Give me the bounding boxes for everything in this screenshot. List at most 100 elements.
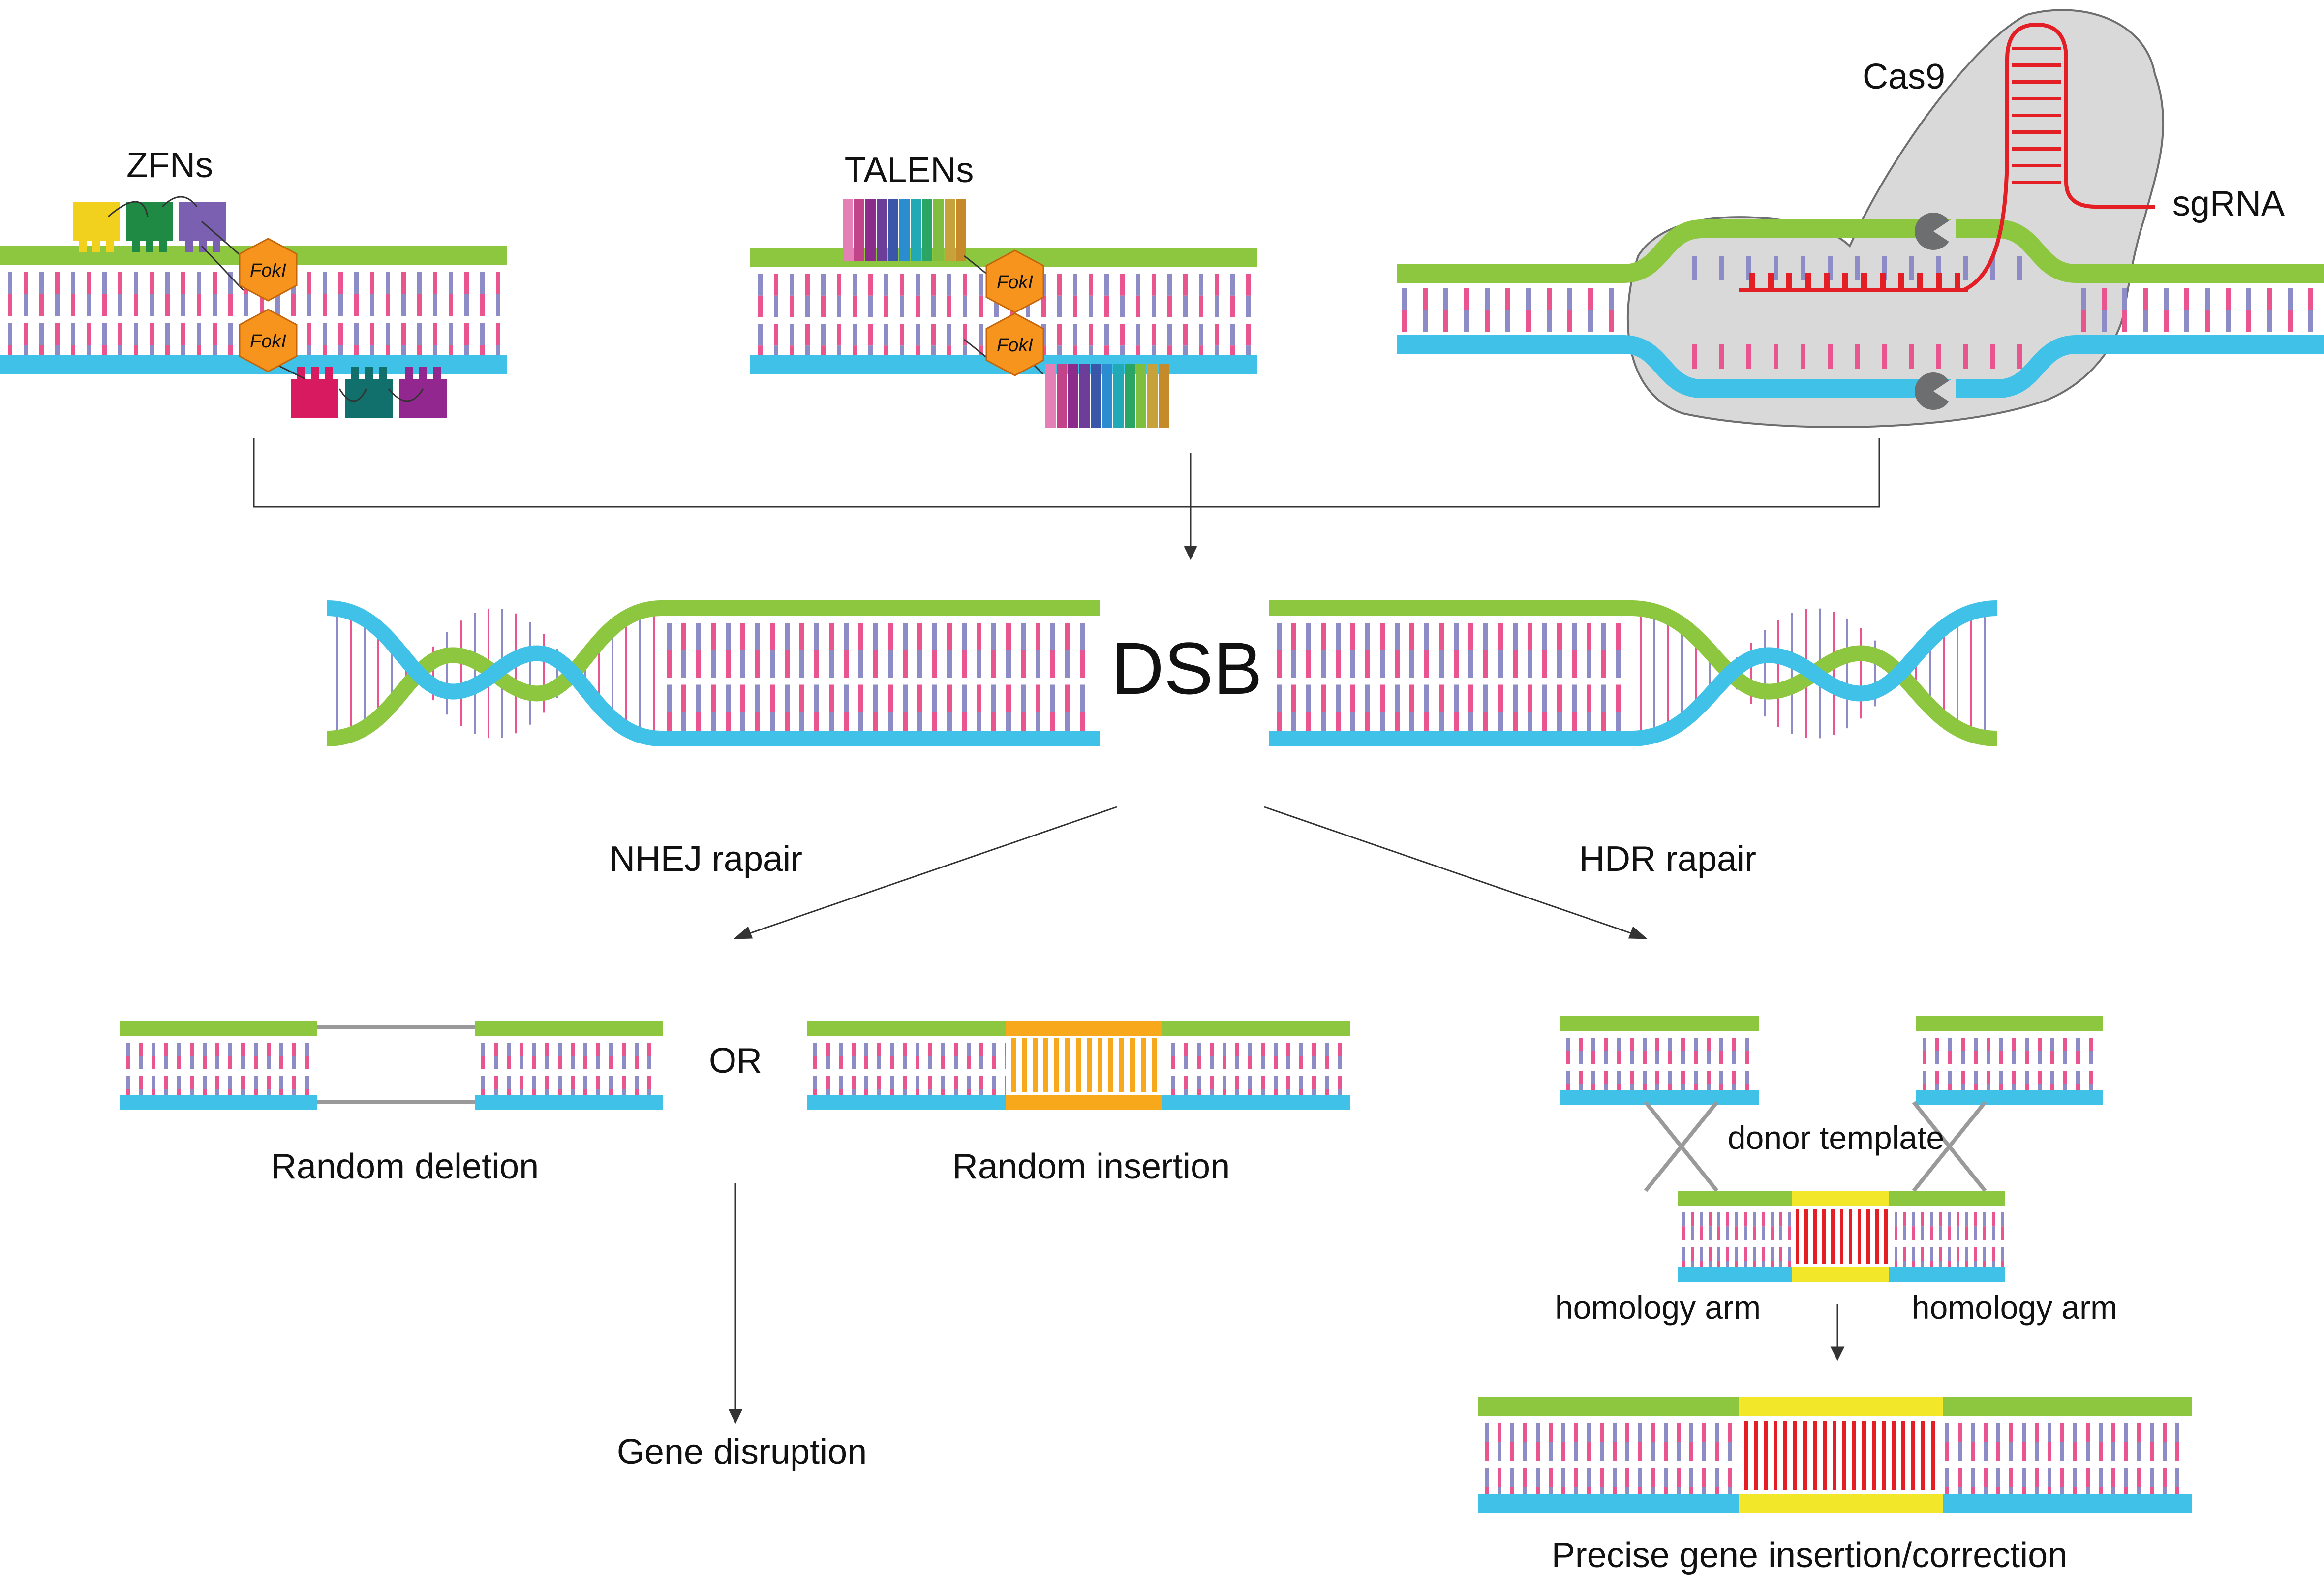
base-rung bbox=[758, 295, 763, 317]
base-rung bbox=[1235, 1043, 1239, 1056]
base-rung bbox=[1643, 1071, 1647, 1084]
base-rung bbox=[903, 684, 908, 712]
base-rung bbox=[241, 1056, 245, 1069]
base-rung bbox=[740, 712, 745, 740]
base-rung bbox=[2111, 1423, 2115, 1442]
unpaired-base bbox=[1828, 256, 1833, 280]
sgrna-hairpin-rung bbox=[2012, 147, 2061, 151]
base-rung bbox=[1971, 1423, 1975, 1442]
inserted-base bbox=[1921, 1421, 1925, 1490]
base-rung bbox=[1498, 684, 1503, 712]
base-rung bbox=[2073, 1468, 2077, 1487]
base-rung bbox=[241, 1043, 245, 1056]
inserted-base bbox=[1803, 1421, 1807, 1490]
base-rung bbox=[853, 324, 857, 346]
base-rung bbox=[916, 1076, 919, 1089]
base-rung bbox=[152, 1076, 155, 1089]
base-rung bbox=[1682, 1226, 1685, 1240]
base-rung bbox=[844, 712, 849, 740]
base-rung bbox=[2137, 1468, 2141, 1487]
base-rung bbox=[1921, 1212, 1924, 1227]
sgrna-hairpin-rung bbox=[2012, 47, 2061, 50]
base-rung bbox=[1184, 1076, 1188, 1089]
base-rung bbox=[386, 294, 390, 316]
base-rung bbox=[1510, 1468, 1514, 1487]
base-rung bbox=[1485, 1423, 1489, 1442]
base-rung bbox=[609, 1043, 613, 1056]
base-rung bbox=[799, 623, 804, 650]
base-rung bbox=[947, 623, 952, 650]
base-rung bbox=[1365, 684, 1370, 712]
tale-repeat bbox=[888, 199, 898, 261]
donor-base bbox=[1849, 1209, 1852, 1264]
base-rung bbox=[1707, 1071, 1711, 1084]
base-rung bbox=[254, 1076, 258, 1089]
base-rung bbox=[2022, 1423, 2026, 1442]
base-rung bbox=[323, 323, 327, 345]
base-rung bbox=[1080, 623, 1085, 650]
base-rung bbox=[877, 1056, 881, 1069]
base-rung bbox=[71, 272, 75, 294]
unpaired-base bbox=[1909, 256, 1914, 280]
base-rung bbox=[1655, 1038, 1659, 1051]
base-rung bbox=[1681, 1038, 1685, 1051]
base-rung bbox=[2099, 1442, 2103, 1461]
unpaired-base bbox=[1801, 344, 1805, 369]
fokl-label: FokI bbox=[997, 272, 1033, 293]
base-rung bbox=[279, 1076, 283, 1089]
unpaired-base bbox=[1774, 344, 1778, 369]
base-rung bbox=[1655, 1051, 1659, 1064]
base-rung bbox=[1006, 684, 1011, 712]
base-rung bbox=[837, 274, 841, 296]
base-rung bbox=[2150, 1468, 2154, 1487]
base-rung bbox=[1274, 1043, 1278, 1056]
cas9-panel: Cas9 sgRNA bbox=[1397, 9, 2324, 428]
base-rung bbox=[1073, 324, 1077, 346]
base-rung bbox=[2288, 310, 2293, 332]
base-rung bbox=[1291, 650, 1296, 678]
base-rung bbox=[1677, 1468, 1681, 1487]
base-rung bbox=[979, 295, 983, 317]
base-rung bbox=[877, 1043, 881, 1056]
base-rung bbox=[928, 1056, 932, 1069]
base-rung bbox=[1261, 1076, 1265, 1089]
base-rung bbox=[900, 295, 904, 317]
base-rung bbox=[1984, 1423, 1988, 1442]
base-rung bbox=[480, 294, 485, 316]
base-rung bbox=[1409, 623, 1414, 650]
base-rung bbox=[667, 684, 672, 712]
base-rung bbox=[826, 1056, 830, 1069]
base-rung bbox=[774, 295, 778, 317]
base-rung bbox=[1726, 1212, 1729, 1227]
base-rung bbox=[1443, 310, 1448, 332]
zinc-finger-leg bbox=[311, 367, 319, 380]
donor-base bbox=[1866, 1209, 1870, 1264]
inserted-base bbox=[1783, 1421, 1787, 1490]
inserted-base bbox=[1054, 1038, 1059, 1092]
base-rung bbox=[1306, 712, 1311, 740]
base-rung bbox=[1996, 1468, 2000, 1487]
hdr-right-fragment bbox=[1916, 1016, 2103, 1105]
base-rung bbox=[1312, 1056, 1316, 1069]
fokl-hex-talen-top: FokI bbox=[985, 249, 1044, 313]
base-rung bbox=[864, 1056, 868, 1069]
base-rung bbox=[1788, 1212, 1791, 1227]
base-rung bbox=[2175, 1442, 2179, 1461]
base-rung bbox=[1223, 1056, 1226, 1069]
base-rung bbox=[2076, 1051, 2080, 1064]
base-rung bbox=[1277, 623, 1282, 650]
base-rung bbox=[1948, 1038, 1952, 1051]
base-rung bbox=[558, 1056, 562, 1069]
base-rung bbox=[1248, 1076, 1252, 1089]
base-rung bbox=[433, 272, 437, 294]
base-rung bbox=[947, 295, 951, 317]
base-rung bbox=[2163, 1442, 2167, 1461]
base-rung bbox=[1702, 1423, 1706, 1442]
base-rung bbox=[1248, 1056, 1252, 1069]
base-rung bbox=[755, 650, 760, 678]
base-rung bbox=[228, 1056, 232, 1069]
base-rung bbox=[932, 712, 937, 740]
base-rung bbox=[2086, 1423, 2090, 1442]
zinc-finger-domain bbox=[126, 202, 173, 252]
base-rung bbox=[884, 295, 888, 317]
